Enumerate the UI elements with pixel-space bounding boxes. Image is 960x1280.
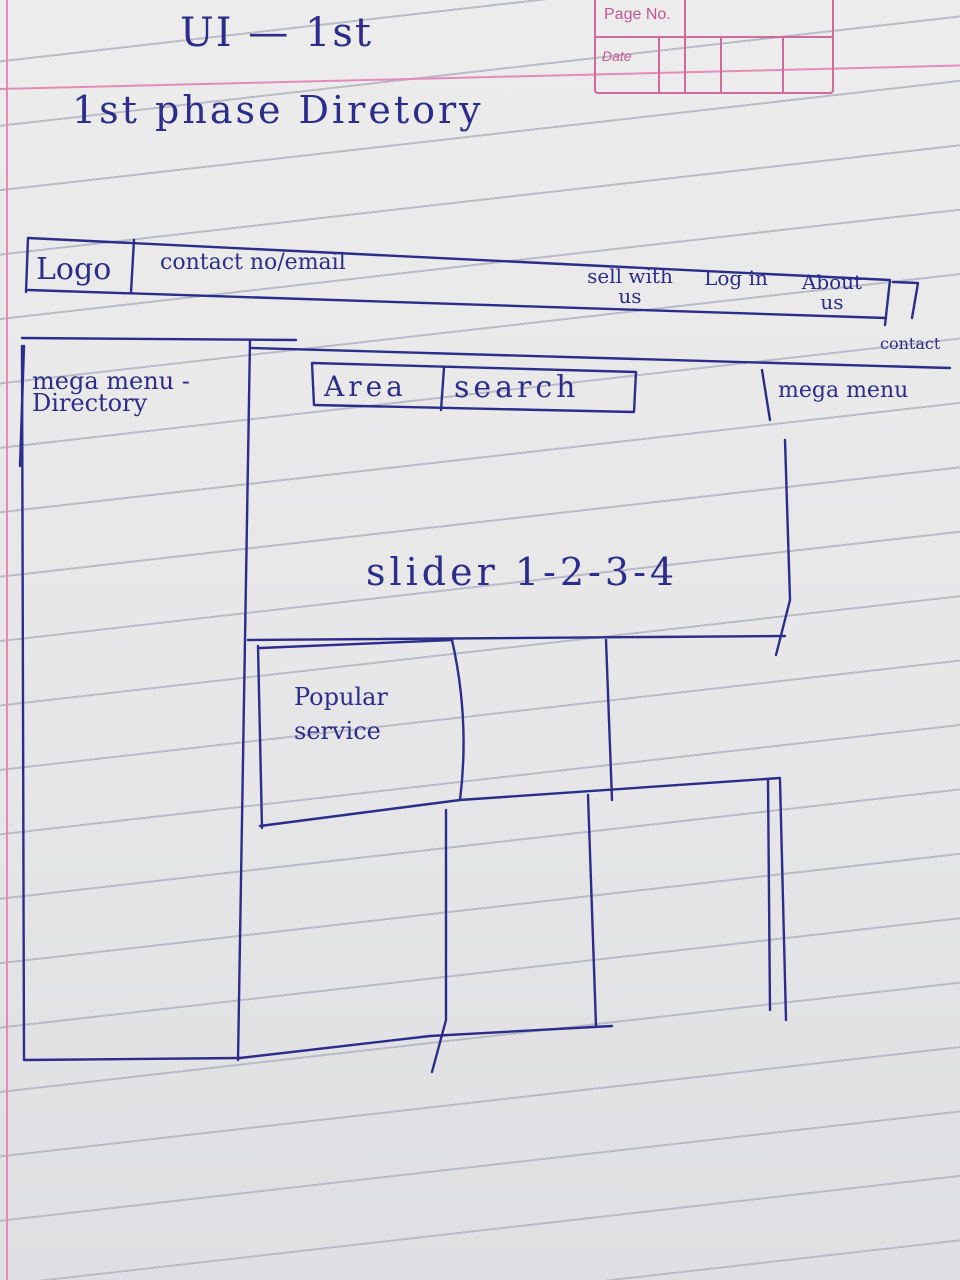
topbar-outline <box>26 236 892 327</box>
logo[interactable]: Logo <box>36 252 112 287</box>
left-mega-menu[interactable]: mega menu - Directory <box>32 367 190 417</box>
search-box-outline <box>310 361 638 414</box>
contact-info: contact no/email <box>160 250 346 275</box>
margin-line <box>6 0 8 1280</box>
page-title: UI — 1st <box>180 10 373 56</box>
logo-divider <box>129 238 136 294</box>
slider-bottom <box>246 634 787 642</box>
nav-log-in[interactable]: Log in <box>704 266 768 290</box>
left-sidebar-edge <box>236 338 252 1062</box>
page-info-box: Page No. Date <box>594 0 834 94</box>
popular-service-tile[interactable]: Popular service <box>294 683 388 745</box>
search-input[interactable]: search <box>454 370 580 405</box>
slider[interactable]: slider 1-2-3-4 <box>366 550 679 594</box>
nav-about-us[interactable]: About us <box>801 270 863 314</box>
page-subtitle: 1st phase Diretory <box>72 88 484 132</box>
area-selector[interactable]: Area <box>324 370 407 403</box>
nav-sell-with-us[interactable]: sell with us <box>587 264 673 308</box>
right-mega-menu[interactable]: mega menu <box>778 378 909 403</box>
nav-contact[interactable]: contact <box>880 334 941 353</box>
page-no-label: Page No. <box>604 6 671 23</box>
date-label: Date <box>602 48 632 64</box>
